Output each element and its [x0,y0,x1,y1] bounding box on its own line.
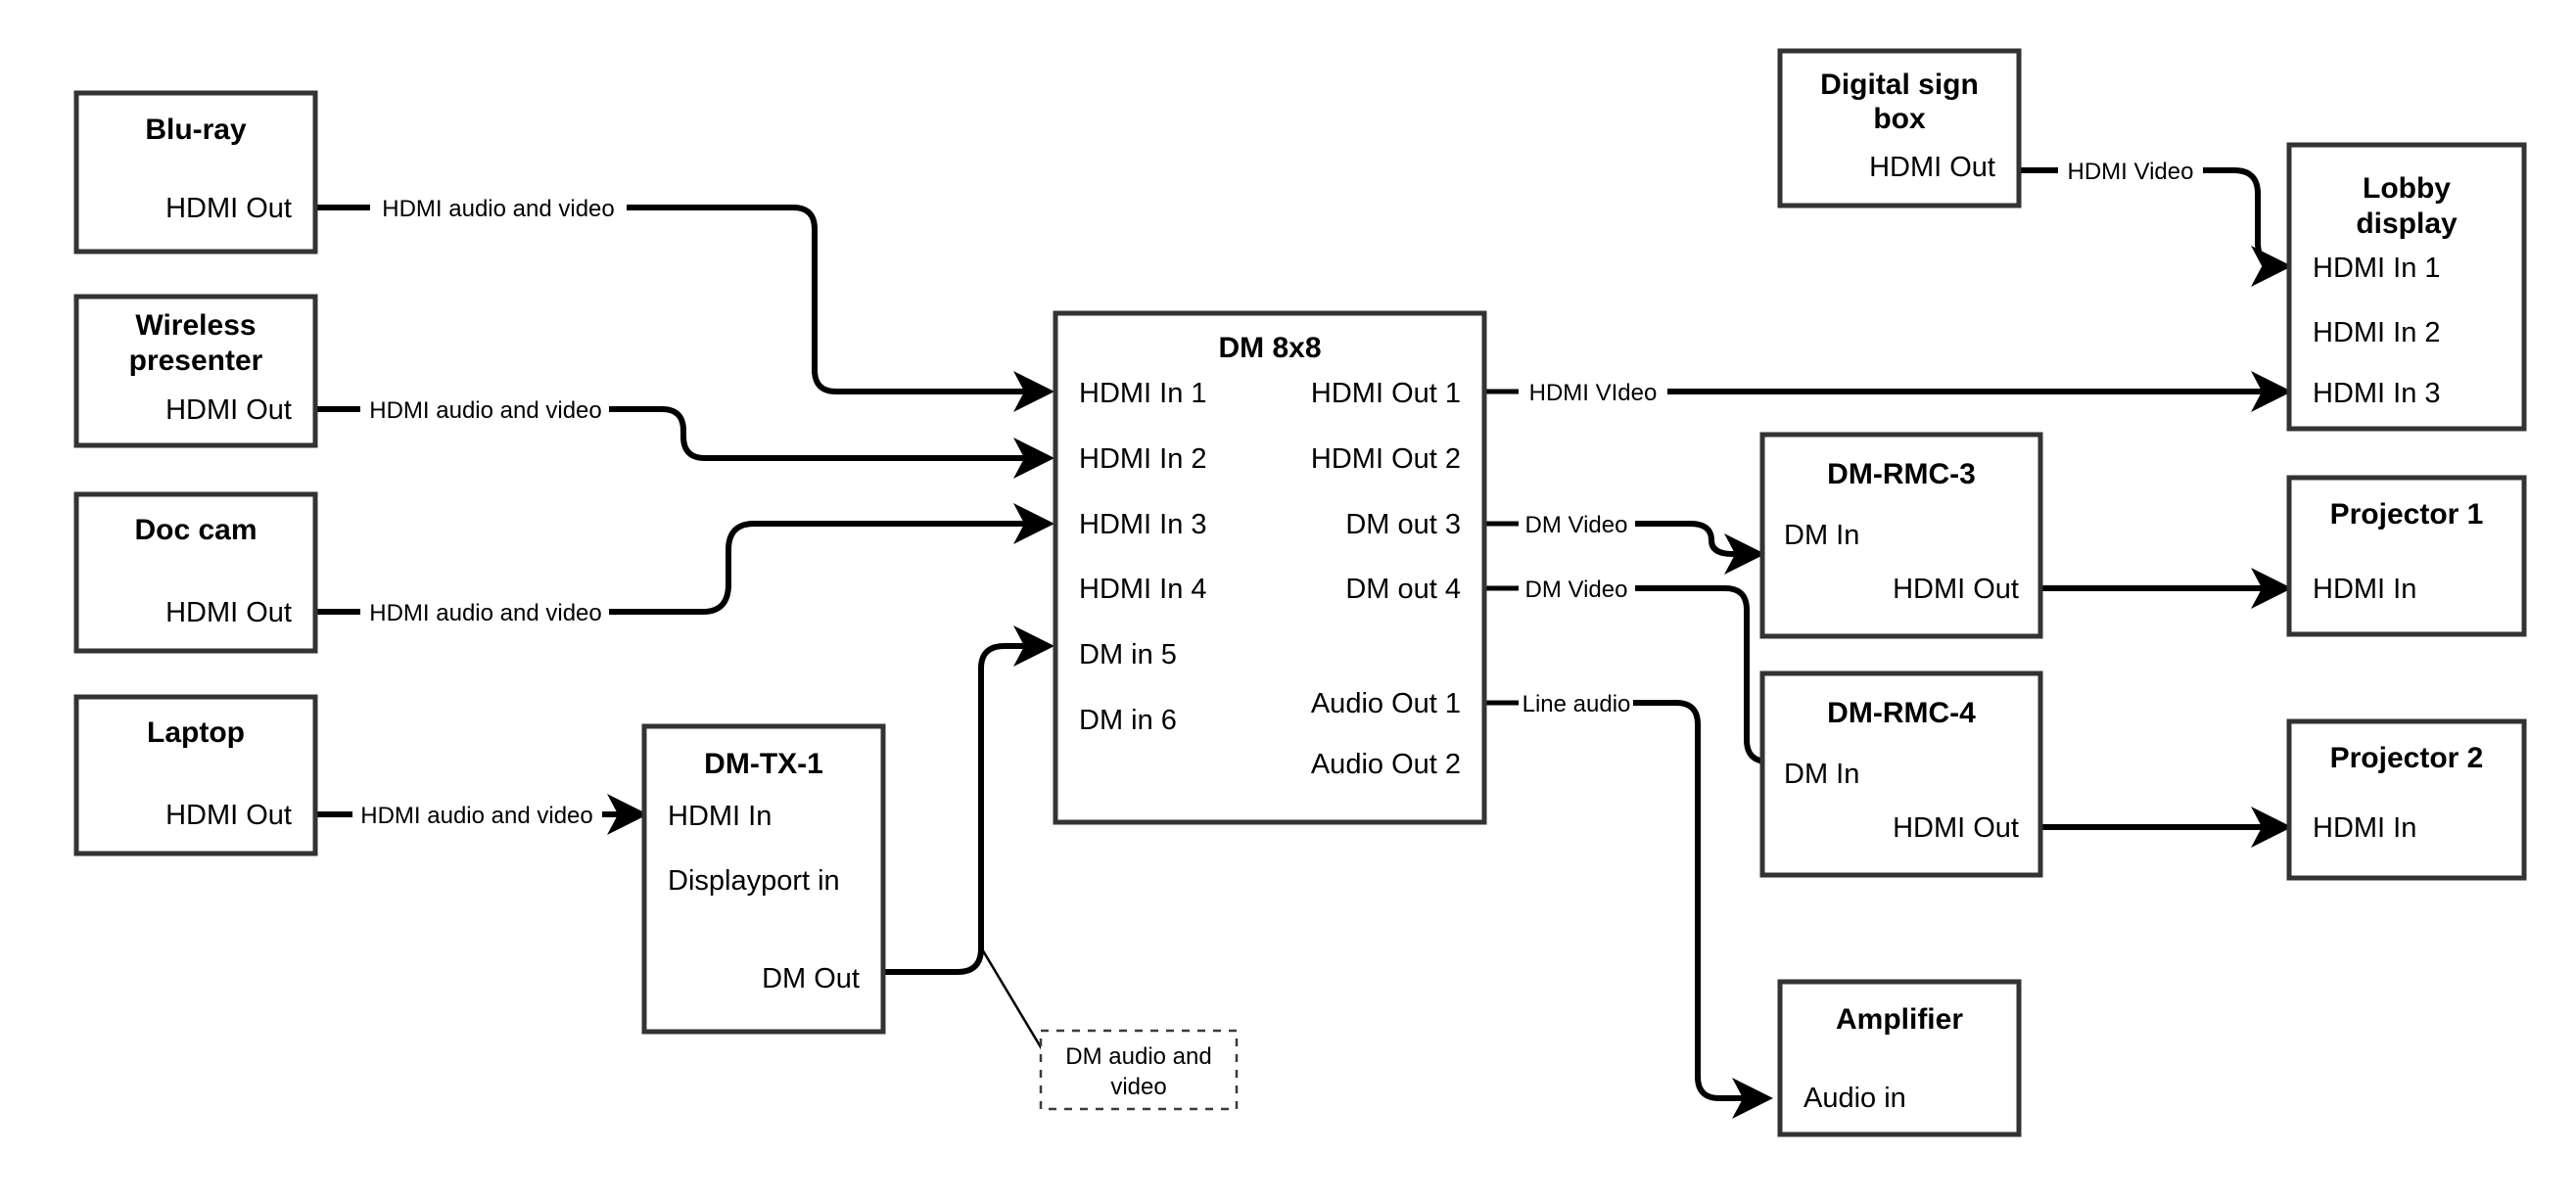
port-dmtx1-hdmi-in: HDMI In [668,801,772,832]
edge-dm8x8-out1-to-lobby: HDMI VIdeo [1484,371,2292,412]
node-title-doc-cam: Doc cam [134,514,257,546]
node-laptop[interactable]: Laptop HDMI Out [73,694,318,856]
node-title-amplifier: Amplifier [1836,1003,1963,1036]
port-dmtx1-dm-out: DM Out [762,963,860,994]
node-dm-rmc-4[interactable]: DM-RMC-4 DM In HDMI Out [1759,670,2043,878]
edge-dmtx1-to-dm8x8 [881,625,1054,1053]
port-rmc4-dm-in: DM In [1784,759,1859,790]
port-rmc3-hdmi-out: HDMI Out [1893,574,2019,605]
edge-dm8x8-out4-to-rmc4: DM Video [1484,577,1797,782]
node-digital-sign-box[interactable]: Digital sign box HDMI Out [1777,48,2022,208]
edge-wireless-to-dm8x8: HDMI audio and video [315,397,1054,479]
port-dm8x8-hdmi-in-4: HDMI In 4 [1079,574,1207,605]
port-laptop-hdmi-out: HDMI Out [165,800,292,831]
edge-dm8x8-audio1-to-amp: Line audio [1484,691,1773,1119]
port-doccam-hdmi-out: HDMI Out [165,597,292,628]
node-title-dm-rmc-3: DM-RMC-3 [1827,458,1976,490]
port-lobby-hdmi-in-1: HDMI In 1 [2313,253,2441,284]
note-line-2: video [1110,1074,1166,1100]
port-dm8x8-hdmi-in-1: HDMI In 1 [1079,378,1207,409]
node-lobby-display[interactable]: Lobby display HDMI In 1 HDMI In 2 HDMI I… [2286,142,2527,432]
node-wireless-presenter[interactable]: Wireless presenter HDMI Out [73,294,318,448]
port-bluray-hdmi-out: HDMI Out [165,193,292,224]
port-dm8x8-audio-out-2: Audio Out 2 [1311,749,1461,780]
node-title-dm-tx-1: DM-TX-1 [704,748,823,780]
port-dm8x8-hdmi-out-2: HDMI Out 2 [1311,443,1461,475]
port-projector1-hdmi-in: HDMI In [2313,574,2416,605]
port-dm8x8-hdmi-in-3: HDMI In 3 [1079,509,1207,540]
port-dm8x8-dm-in-6: DM in 6 [1079,705,1177,736]
node-dm-8x8[interactable]: DM 8x8 HDMI In 1 HDMI In 2 HDMI In 3 HDM… [1053,310,1487,825]
edge-label-doccam: HDMI audio and video [369,600,601,626]
node-title-dm-rmc-4: DM-RMC-4 [1827,697,1976,729]
port-wireless-hdmi-out: HDMI Out [165,394,292,426]
node-title-dm-8x8: DM 8x8 [1218,332,1321,364]
port-dm8x8-hdmi-in-2: HDMI In 2 [1079,443,1207,475]
node-title-projector-1: Projector 1 [2330,498,2484,531]
port-dm8x8-dm-out-3: DM out 3 [1345,509,1461,540]
port-dm8x8-hdmi-out-1: HDMI Out 1 [1311,378,1461,409]
node-amplifier[interactable]: Amplifier Audio in [1777,979,2022,1137]
edge-dm8x8-out3-to-rmc3: DM Video [1484,512,1765,575]
node-title-lobby-line2: display [2356,208,2458,240]
node-doc-cam[interactable]: Doc cam HDMI Out [73,491,318,654]
edge-label-bluray: HDMI audio and video [382,196,614,222]
port-signbox-hdmi-out: HDMI Out [1869,152,1995,183]
edge-bluray-to-dm8x8: HDMI audio and video [315,196,1054,412]
node-title-wireless-line2: presenter [129,345,263,377]
edge-laptop-to-dmtx1: HDMI audio and video [315,794,648,835]
port-lobby-hdmi-in-3: HDMI In 3 [2313,378,2441,409]
port-dmtx1-displayport-in: Displayport in [668,865,840,897]
node-title-signbox-line1: Digital sign [1820,69,1979,101]
node-bluray[interactable]: Blu-ray HDMI Out [73,90,318,254]
edge-label-laptop: HDMI audio and video [360,803,592,829]
node-dm-tx-1[interactable]: DM-TX-1 HDMI In Displayport in DM Out [641,723,886,1035]
node-dm-rmc-3[interactable]: DM-RMC-3 DM In HDMI Out [1759,432,2043,639]
node-title-lobby-line1: Lobby [2363,172,2451,205]
edge-label-audio-out1: Line audio [1522,691,1631,717]
node-projector-1[interactable]: Projector 1 HDMI In [2286,475,2527,637]
port-amplifier-audio-in: Audio in [1803,1083,1906,1114]
edge-signbox-to-lobby: HDMI Video [2019,159,2292,287]
edge-doccam-to-dm8x8: HDMI audio and video [315,503,1054,626]
node-title-laptop: Laptop [147,716,245,749]
node-title-bluray: Blu-ray [145,114,247,146]
edge-label-dm-out4: DM Video [1525,577,1628,603]
note-dm-audio-and-video: DM audio and video [1039,1029,1239,1111]
node-title-wireless-line1: Wireless [135,309,256,342]
port-projector2-hdmi-in: HDMI In [2313,812,2416,844]
edge-label-wireless: HDMI audio and video [369,397,601,424]
node-title-projector-2: Projector 2 [2330,742,2484,774]
port-dm8x8-dm-in-5: DM in 5 [1079,639,1177,670]
node-projector-2[interactable]: Projector 2 HDMI In [2286,718,2527,881]
port-lobby-hdmi-in-2: HDMI In 2 [2313,317,2441,348]
edge-label-signbox: HDMI Video [2068,159,2194,185]
port-rmc4-hdmi-out: HDMI Out [1893,812,2019,844]
edge-label-dm-out1: HDMI VIdeo [1529,380,1658,406]
port-dm8x8-dm-out-4: DM out 4 [1345,574,1461,605]
note-line-1: DM audio and [1065,1043,1211,1070]
port-dm8x8-audio-out-1: Audio Out 1 [1311,688,1461,719]
edge-label-dm-out3: DM Video [1525,512,1628,538]
port-rmc3-dm-in: DM In [1784,520,1859,551]
node-title-signbox-line2: box [1873,103,1926,135]
